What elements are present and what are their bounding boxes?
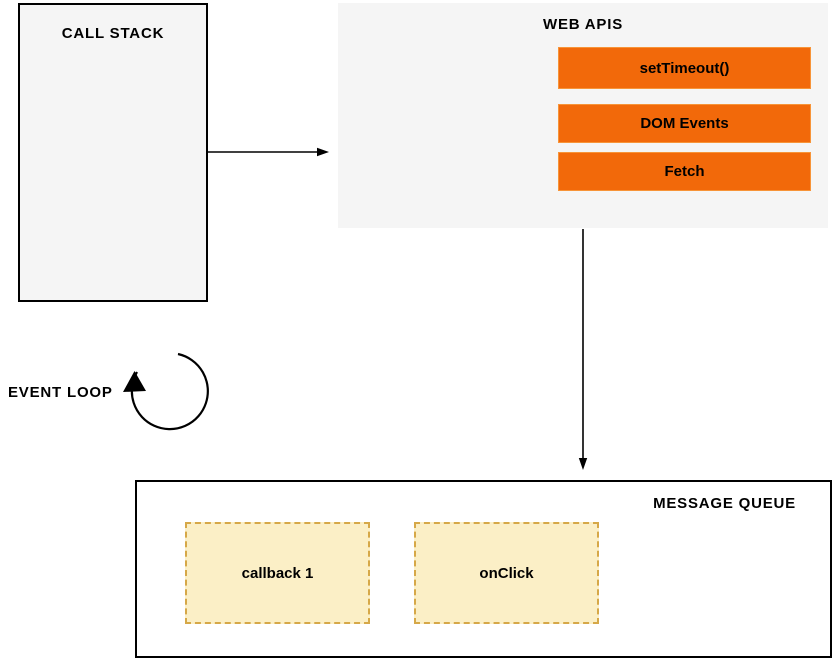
queue-item-onclick: onClick bbox=[414, 522, 599, 624]
down-arrow-icon bbox=[578, 458, 588, 470]
message-queue-title: MESSAGE QUEUE bbox=[653, 495, 796, 512]
circular-arrow-arc bbox=[130, 352, 209, 431]
web-apis-box: WEB APIS setTimeout() DOM Events Fetch bbox=[338, 3, 828, 228]
right-arrow-icon bbox=[317, 147, 329, 157]
message-queue-box: MESSAGE QUEUE callback 1 onClick bbox=[135, 480, 832, 658]
circular-arrow-icon bbox=[123, 371, 146, 392]
queue-item-callback-1: callback 1 bbox=[185, 522, 370, 624]
api-item-dom-events: DOM Events bbox=[558, 104, 811, 143]
call-stack-box: CALL STACK bbox=[18, 3, 208, 302]
event-loop-label: EVENT LOOP bbox=[8, 384, 113, 401]
api-item-settimeout: setTimeout() bbox=[558, 47, 811, 89]
web-apis-title: WEB APIS bbox=[542, 16, 623, 33]
call-stack-title: CALL STACK bbox=[61, 25, 165, 42]
api-item-fetch: Fetch bbox=[558, 152, 811, 191]
